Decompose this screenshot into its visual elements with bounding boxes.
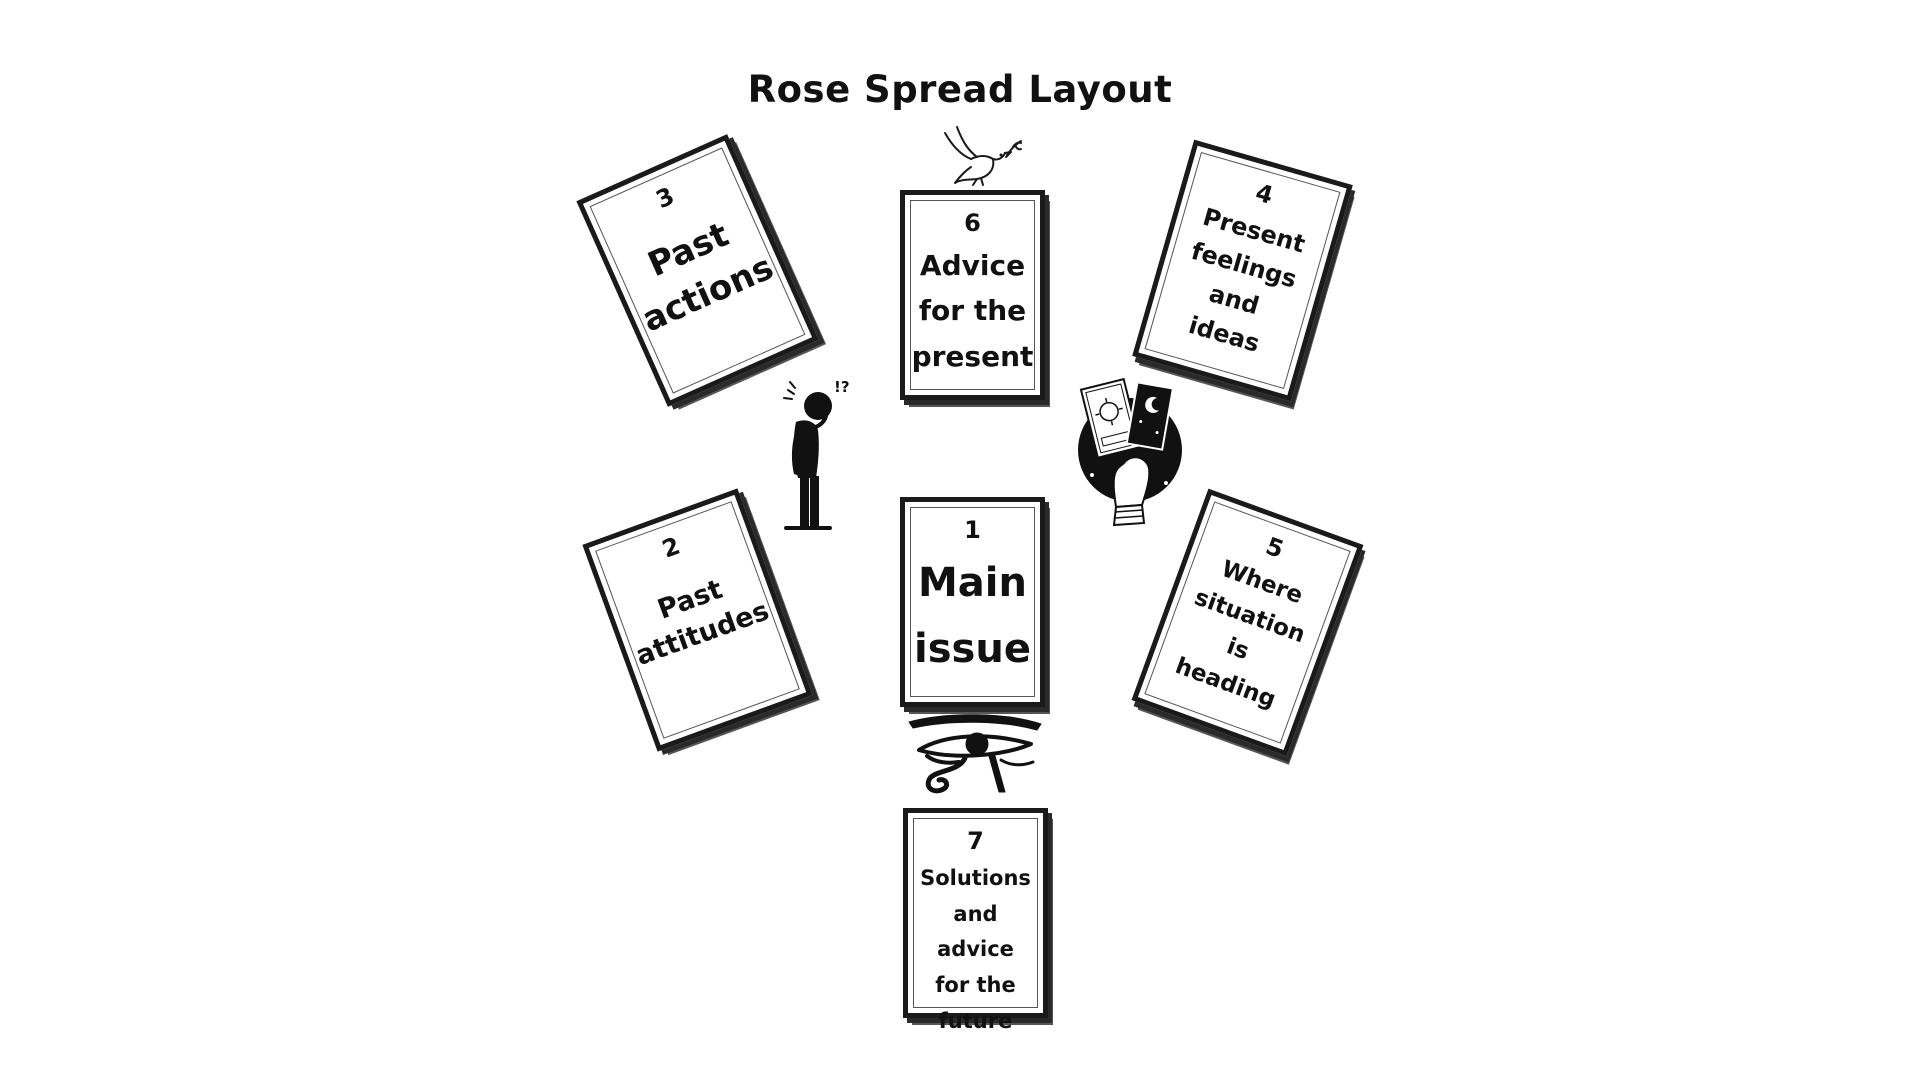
exclaim-question-mark: !? [834,378,850,396]
card-label-line: Advice [919,249,1026,282]
card-4-present-feelings: 4 Present feelings and ideas [1132,139,1353,402]
page-title: Rose Spread Layout [747,68,1173,111]
card-number: 3 [651,181,679,215]
card-1-main-issue: 1 Main issue [900,497,1045,707]
card-number: 2 [658,531,684,564]
card-label-line: for the [935,973,1016,998]
card-label-line: for the [918,294,1027,328]
card-7-solutions-and-advice: 7 Solutions and advice for the future [903,808,1048,1033]
card-number: 5 [1262,531,1288,564]
card-label-line: Main [918,560,1027,606]
card-number: 4 [1252,178,1277,210]
card-number: 6 [964,209,981,237]
confused-person-icon: !? [783,378,850,530]
card-3-past-actions: 3 Past actions [576,134,819,407]
card-label-line: and advice [937,901,1014,962]
tarot-hand-icon [1078,377,1182,527]
card-6-advice-for-present: 6 Advice for the present [900,190,1045,400]
dove-icon [944,126,1022,186]
card-label-line: future [938,1008,1013,1033]
card-label-line: issue [914,626,1031,672]
card-number: 1 [964,516,981,544]
card-number: 7 [967,827,984,855]
card-label-line: present [911,339,1034,373]
card-label-line: Solutions [920,866,1031,890]
eye-of-horus-icon [908,714,1042,794]
